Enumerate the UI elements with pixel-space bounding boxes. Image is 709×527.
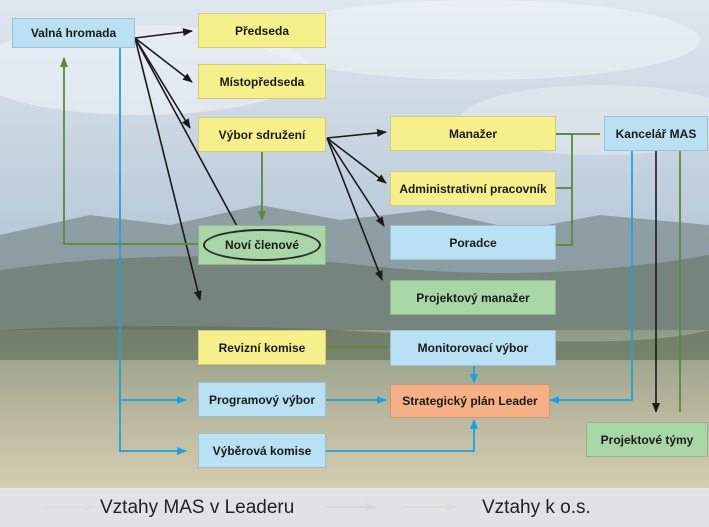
box-monitorovaci-vybor: Monitorovací výbor: [390, 330, 556, 366]
novi-clenove-ellipse: [203, 229, 321, 261]
box-valna-hromada: Valná hromada: [12, 18, 135, 48]
box-manazer: Manažer: [390, 116, 556, 151]
fan-vybor-sdruzeni: [326, 128, 387, 281]
box-projektove-tymy: Projektové týmy: [586, 422, 708, 457]
box-mistopredseda: Místopředseda: [198, 64, 326, 99]
box-vyberova-komise: Výběrová komise: [198, 433, 326, 468]
box-predseda: Předseda: [198, 13, 326, 48]
green-relations: [60, 57, 681, 412]
box-vybor-sdruzeni: Výbor sdružení: [198, 117, 326, 152]
box-poradce: Poradce: [390, 225, 556, 260]
legend-mas-leader: Vztahy MAS v Leaderu: [100, 497, 295, 518]
box-programovy-vybor: Programový výbor: [198, 382, 326, 417]
box-strategicky-plan-leader: Strategický plán Leader: [390, 384, 550, 418]
blue-relations: [119, 48, 633, 455]
legend-os: Vztahy k o.s.: [482, 497, 591, 518]
legend-bar: [0, 488, 709, 527]
fan-valna-hromada: [134, 28, 239, 301]
box-revizni-komise: Revizní komise: [198, 330, 326, 365]
box-kancelar-mas: Kancelář MAS: [604, 116, 708, 151]
box-administrativni-pracovnik: Administrativní pracovník: [390, 171, 556, 206]
box-projektovy-manazer: Projektový manažer: [390, 280, 556, 315]
